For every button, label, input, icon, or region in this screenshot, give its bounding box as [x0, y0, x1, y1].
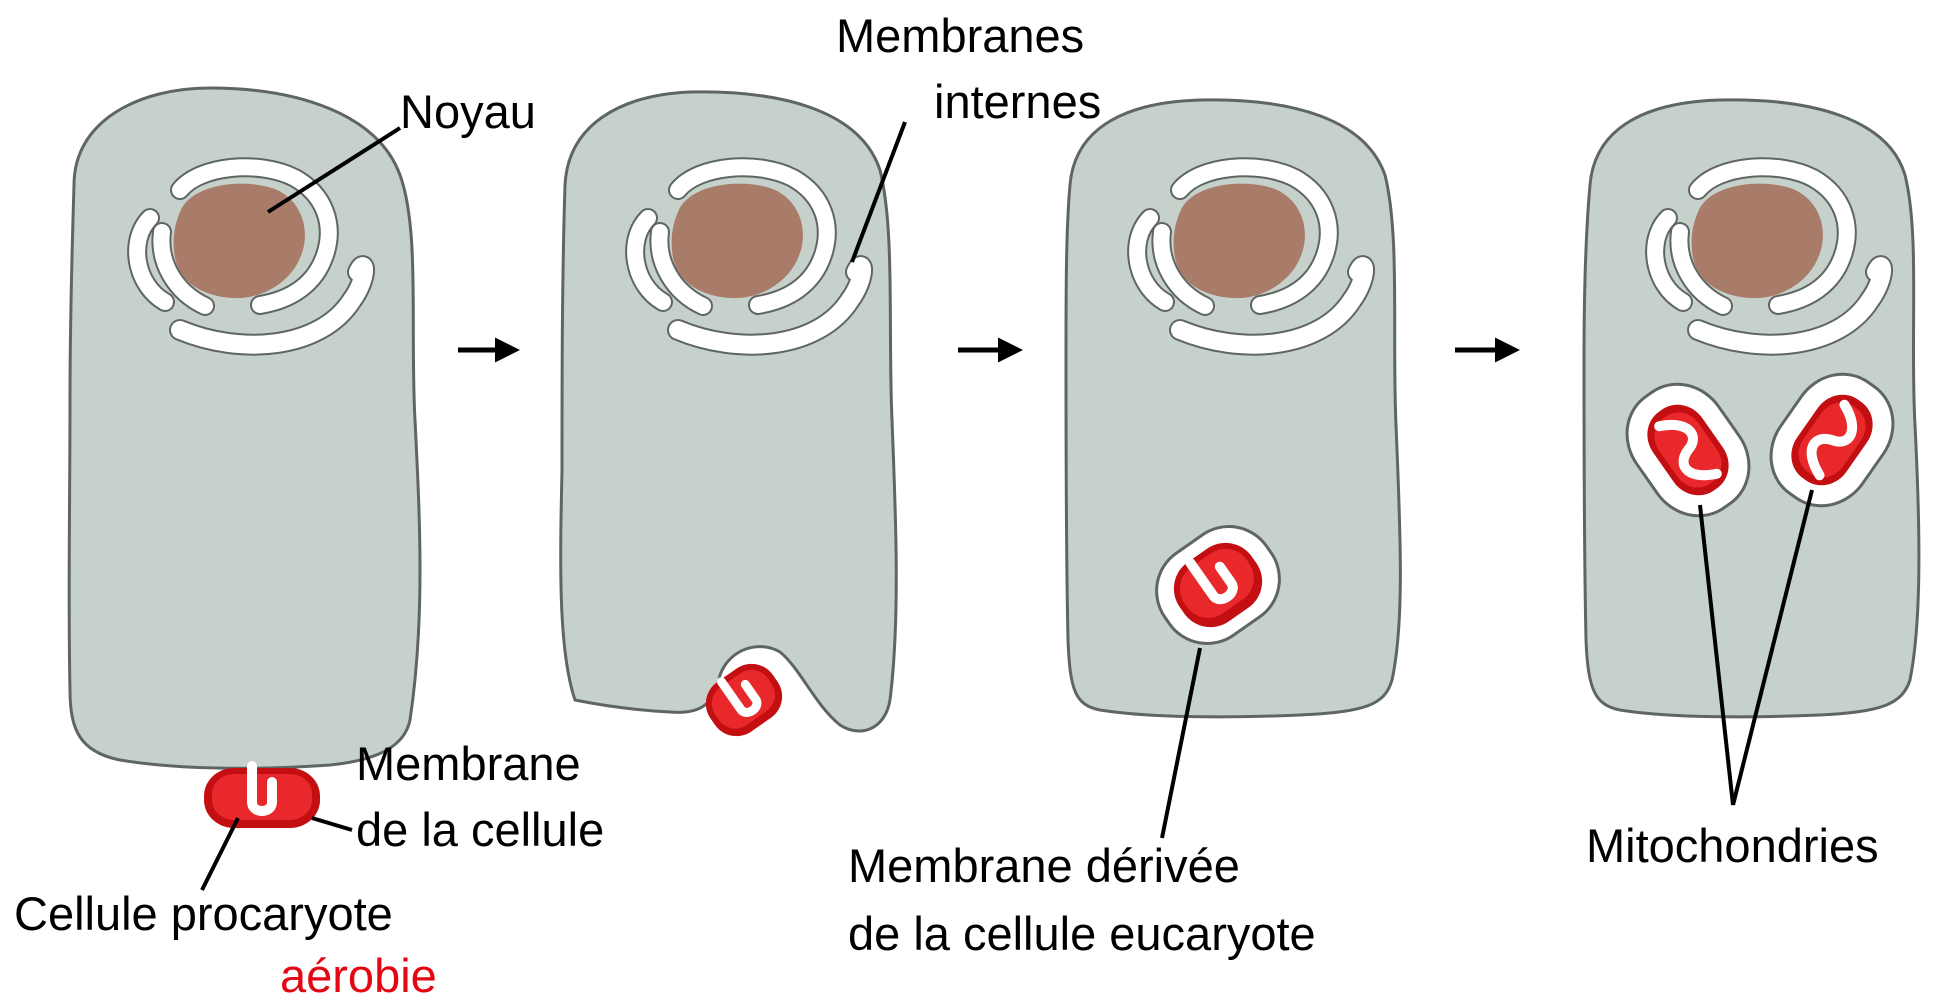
membrane-cellule-leader-line — [312, 818, 352, 830]
cell-2 — [561, 92, 897, 747]
cellule-procaryote-leader-line — [202, 818, 238, 890]
label-noyau: Noyau — [400, 85, 536, 138]
label-membranes-internes-line1: Membranes — [836, 9, 1084, 62]
prokaryote-cell — [204, 766, 320, 828]
label-mitochondries: Mitochondries — [1586, 819, 1879, 872]
cell-1 — [69, 88, 420, 768]
label-membrane-cellule-line1: Membrane — [356, 737, 581, 790]
cell-4 — [1584, 100, 1919, 717]
label-membranes-internes-line2: internes — [934, 75, 1101, 128]
label-aerobie: aérobie — [280, 949, 437, 996]
label-membrane-derivee-line1: Membrane dérivée — [848, 839, 1240, 892]
cell-3 — [1066, 100, 1400, 717]
label-membrane-cellule-line2: de la cellule — [356, 803, 604, 856]
label-membrane-derivee-line2: de la cellule eucaryote — [848, 907, 1316, 960]
label-cellule-procaryote: Cellule procaryote — [14, 887, 393, 940]
